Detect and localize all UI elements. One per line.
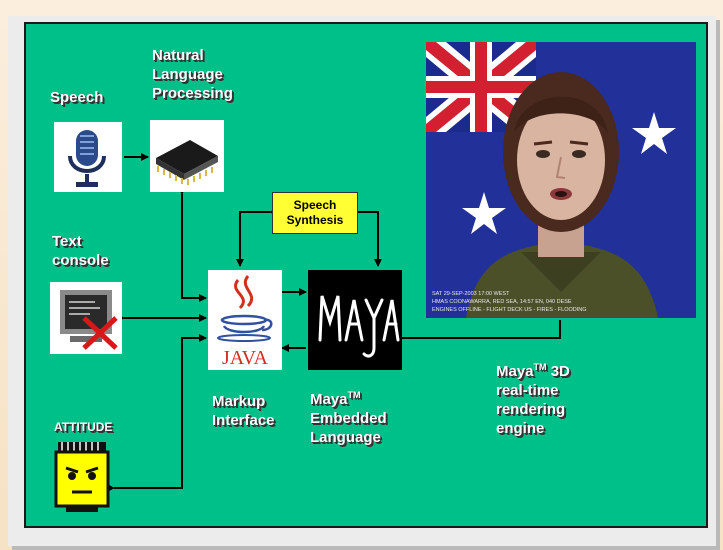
maya-engine-line: engine (496, 420, 545, 437)
text-console-label: Text console (52, 232, 109, 270)
markup-interface-line: Markup (212, 393, 266, 410)
arrow-attitude-java (107, 334, 207, 492)
java-logo-icon: JAVA (208, 270, 282, 370)
maya-engine-label: MayaTM 3D real-time rendering engine (496, 362, 570, 438)
maya-engine-line: 3D (546, 363, 570, 380)
markup-interface-label: Markup Interface (212, 392, 275, 430)
arrow-synth-to-java (236, 208, 277, 267)
maya-embedded-line: Embedded (310, 410, 387, 427)
nlp-label-line: Natural (152, 47, 204, 64)
attitude-face-icon (52, 440, 112, 512)
speech-synthesis-line: Speech (293, 198, 337, 212)
attitude-label: ATTITUDE (54, 420, 113, 434)
speech-synthesis-line: Synthesis (286, 213, 344, 227)
photo-caption-line: SAT 29-SEP-2003 17:00 WEST (432, 291, 510, 297)
markup-interface-line: Interface (212, 412, 275, 429)
text-console-label-line: console (52, 252, 109, 269)
speech-synthesis-box: Speech Synthesis (272, 192, 358, 234)
chip-icon (150, 120, 224, 192)
console-icon (50, 282, 122, 354)
maya-embedded-label: MayaTM Embedded Language (310, 390, 387, 447)
trademark-sup: TM (533, 362, 547, 372)
nlp-label-line: Language (152, 66, 223, 83)
maya-logo-icon: MAYA (308, 270, 402, 370)
maya-engine-line: Maya (496, 363, 534, 380)
nlp-label: Natural Language Processing (152, 46, 233, 103)
australian-flag-backdrop (426, 42, 696, 318)
photo-caption: SAT 29-SEP-2003 17:00 WEST HMAS COONAWAR… (432, 290, 694, 314)
nlp-label-line: Processing (152, 85, 233, 102)
arrow-maya-to-renderer (402, 320, 561, 339)
text-console-label-line: Text (52, 233, 82, 250)
speech-label: Speech (50, 89, 104, 106)
java-logo-text: JAVA (222, 347, 269, 369)
microphone-icon (54, 122, 122, 192)
maya-logo-text: MAYA (354, 366, 357, 369)
maya-engine-line: rendering (496, 401, 566, 418)
photo-caption-line: ENGINES OFFLINE - FLIGHT DECK US - FIRES… (432, 307, 587, 313)
photo-caption-line: HMAS COONAWARRA, RED SEA, 14:57 EN, 040 … (432, 299, 572, 305)
avatar-photo: SAT 29-SEP-2003 17:00 WEST HMAS COONAWAR… (426, 42, 696, 318)
maya-embedded-line: Maya (310, 391, 348, 408)
trademark-sup: TM (347, 390, 361, 400)
arrow-nlp-java (178, 187, 207, 302)
arrow-synth-to-maya (358, 211, 382, 267)
maya-embedded-line: Language (310, 429, 381, 446)
maya-engine-line: real-time (496, 382, 559, 399)
